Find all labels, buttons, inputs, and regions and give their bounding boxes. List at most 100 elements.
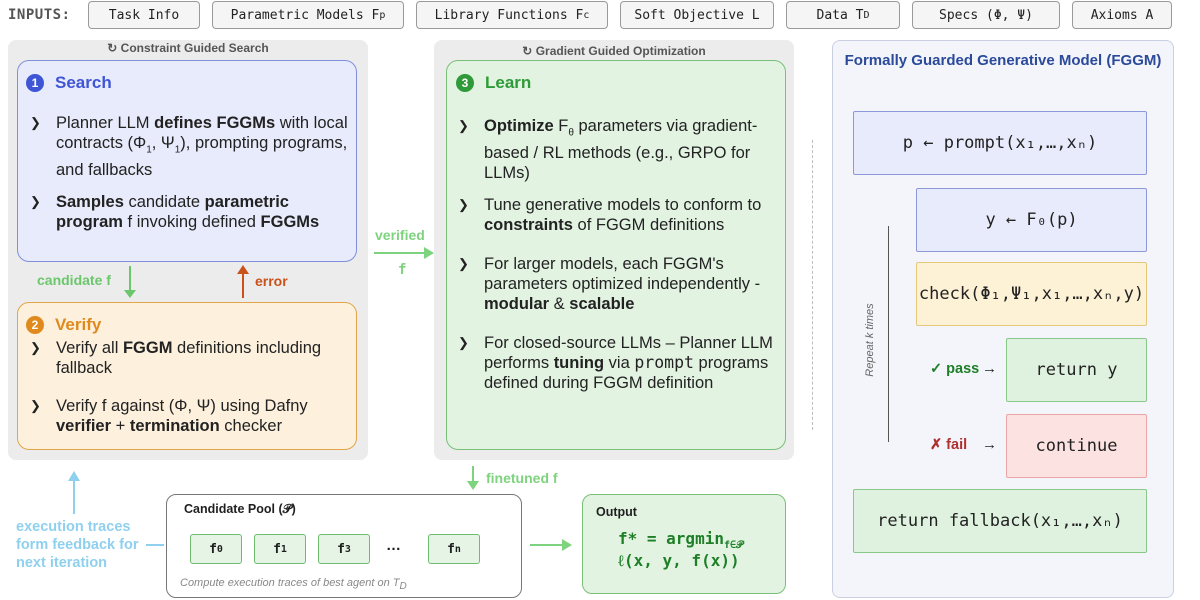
chevron-right-icon: ❯ xyxy=(458,118,469,133)
text: with local contracts (Φ xyxy=(56,114,348,152)
step-number: 2 xyxy=(26,316,44,334)
text-bold: parametric program xyxy=(56,193,289,231)
finetuned-label: finetuned f xyxy=(486,470,558,486)
learn-bullet-2: ❯ Tune generative models to conform to c… xyxy=(458,195,778,237)
text: programs defined during FGGM definition xyxy=(484,354,769,392)
chip-sub: c xyxy=(583,9,590,21)
feedback-connector xyxy=(146,544,164,546)
learn-title: Learn xyxy=(485,73,532,92)
pool-item-label: f xyxy=(209,541,217,557)
chip-specs[interactable]: Specs (Φ, Ψ) xyxy=(912,1,1060,29)
caption-text: Gradient Guided Optimization xyxy=(535,44,706,58)
learn-bullet-3: ❯ For larger models, each FGGM's paramet… xyxy=(458,254,778,316)
learn-card xyxy=(446,60,786,450)
pool-ellipsis: … xyxy=(386,537,401,554)
search-bullet-2: ❯ Samples candidate parametric program f… xyxy=(30,192,350,237)
chevron-right-icon: ❯ xyxy=(458,197,469,212)
chip-label: Axioms A xyxy=(1090,7,1154,23)
repeat-bracket xyxy=(888,226,889,442)
caption-text: Compute execution traces of best agent o… xyxy=(180,577,400,589)
verified-arrow xyxy=(374,247,434,259)
feedback-label: execution traces form feedback for next … xyxy=(16,518,138,572)
verify-bullet-1: ❯ Verify all FGGM definitions including … xyxy=(30,338,350,383)
prompt-box: p ← prompt(x₁,…,xₙ) xyxy=(853,111,1147,175)
feedback-line: form feedback for xyxy=(16,537,139,553)
chip-label: Library Functions F xyxy=(434,7,584,23)
output-arrow xyxy=(530,539,572,551)
chevron-right-icon: ❯ xyxy=(30,115,41,130)
text-bold: defines FGGMs xyxy=(154,114,276,132)
repeat-label: Repeat k times xyxy=(864,303,876,377)
text-bold: Samples xyxy=(56,193,124,211)
pass-label: ✓ pass xyxy=(930,361,980,377)
text: Verify all xyxy=(56,339,123,357)
divider xyxy=(812,140,813,430)
chip-axioms[interactable]: Axioms A xyxy=(1072,1,1172,29)
verify-bullet-2: ❯ Verify f against (Φ, Ψ) using Dafny ve… xyxy=(30,396,350,441)
step-number: 1 xyxy=(26,74,44,92)
pool-title: Candidate Pool (𝒫) xyxy=(184,502,296,516)
candidate-label: candidate f xyxy=(37,272,111,288)
error-arrow xyxy=(237,265,249,298)
text-bold: verifier xyxy=(56,417,112,435)
search-card xyxy=(17,60,357,262)
pool-item-sub: 3 xyxy=(344,543,351,555)
text: f invoking defined xyxy=(122,213,261,231)
formula-sub: f∈𝒫 xyxy=(723,540,744,552)
chip-label: Data T xyxy=(816,7,864,23)
text: F xyxy=(553,117,569,135)
candidate-arrow xyxy=(124,266,136,298)
fallback-box: return fallback(x₁,…,xₙ) xyxy=(853,489,1147,553)
text-bold: termination xyxy=(129,417,220,435)
learn-panel-caption: ↻ Gradient Guided Optimization xyxy=(434,44,794,58)
verify-title: Verify xyxy=(55,315,102,334)
continue-box: continue xyxy=(1006,414,1147,478)
cycle-icon: ↻ xyxy=(107,41,121,55)
pool-item-sub: n xyxy=(454,543,461,555)
error-label: error xyxy=(255,273,288,289)
text-bold: FGGMs xyxy=(260,213,320,231)
chevron-right-icon: ❯ xyxy=(458,256,469,271)
learn-bullet-4: ❯ For closed-source LLMs – Planner LLM p… xyxy=(458,333,778,395)
chip-task-info[interactable]: Task Info xyxy=(88,1,200,29)
chip-soft-objective[interactable]: Soft Objective L xyxy=(620,1,774,29)
fggm-title: Formally Guarded Generative Model (FGGM) xyxy=(844,52,1162,69)
formula-text: f* = argmin xyxy=(618,529,724,548)
output-box xyxy=(582,494,786,594)
pool-item-sub: 1 xyxy=(280,543,287,555)
inputs-label: INPUTS: xyxy=(8,7,71,23)
sub: 1 xyxy=(146,144,152,156)
text-bold: Optimize xyxy=(484,117,554,135)
chevron-right-icon: ❯ xyxy=(30,340,41,355)
text: , Ψ xyxy=(151,134,175,152)
sample-box: y ← F₀(p) xyxy=(916,188,1147,252)
text-mono: prompt xyxy=(634,353,694,372)
text: Tune generative models to conform to xyxy=(484,196,762,214)
feedback-line: execution traces xyxy=(16,519,131,535)
chip-sub: D xyxy=(863,9,870,21)
output-formula-line2: ℓ(x, y, f(x)) xyxy=(618,551,740,570)
return-y-box: return y xyxy=(1006,338,1147,402)
pool-item-label: f xyxy=(273,541,281,557)
pool-item-sub: 0 xyxy=(216,543,223,555)
text-bold: constraints xyxy=(484,216,573,234)
text: For larger models, each FGGM's parameter… xyxy=(484,255,761,293)
cycle-icon: ↻ xyxy=(522,44,536,58)
text-bold: tuning xyxy=(553,354,605,372)
text: definitions including fallback xyxy=(56,339,322,377)
search-panel-caption: ↻ Constraint Guided Search xyxy=(8,41,368,55)
output-formula-line1: f* = argminf∈𝒫 xyxy=(618,529,743,551)
text-bold: scalable xyxy=(569,295,635,313)
finetuned-arrow xyxy=(467,466,479,490)
chip-sub: p xyxy=(379,9,386,21)
chevron-right-icon: ❯ xyxy=(458,335,469,350)
feedback-line: next iteration xyxy=(16,555,108,571)
text: For closed-source LLMs – Planner LLM per… xyxy=(484,334,773,372)
